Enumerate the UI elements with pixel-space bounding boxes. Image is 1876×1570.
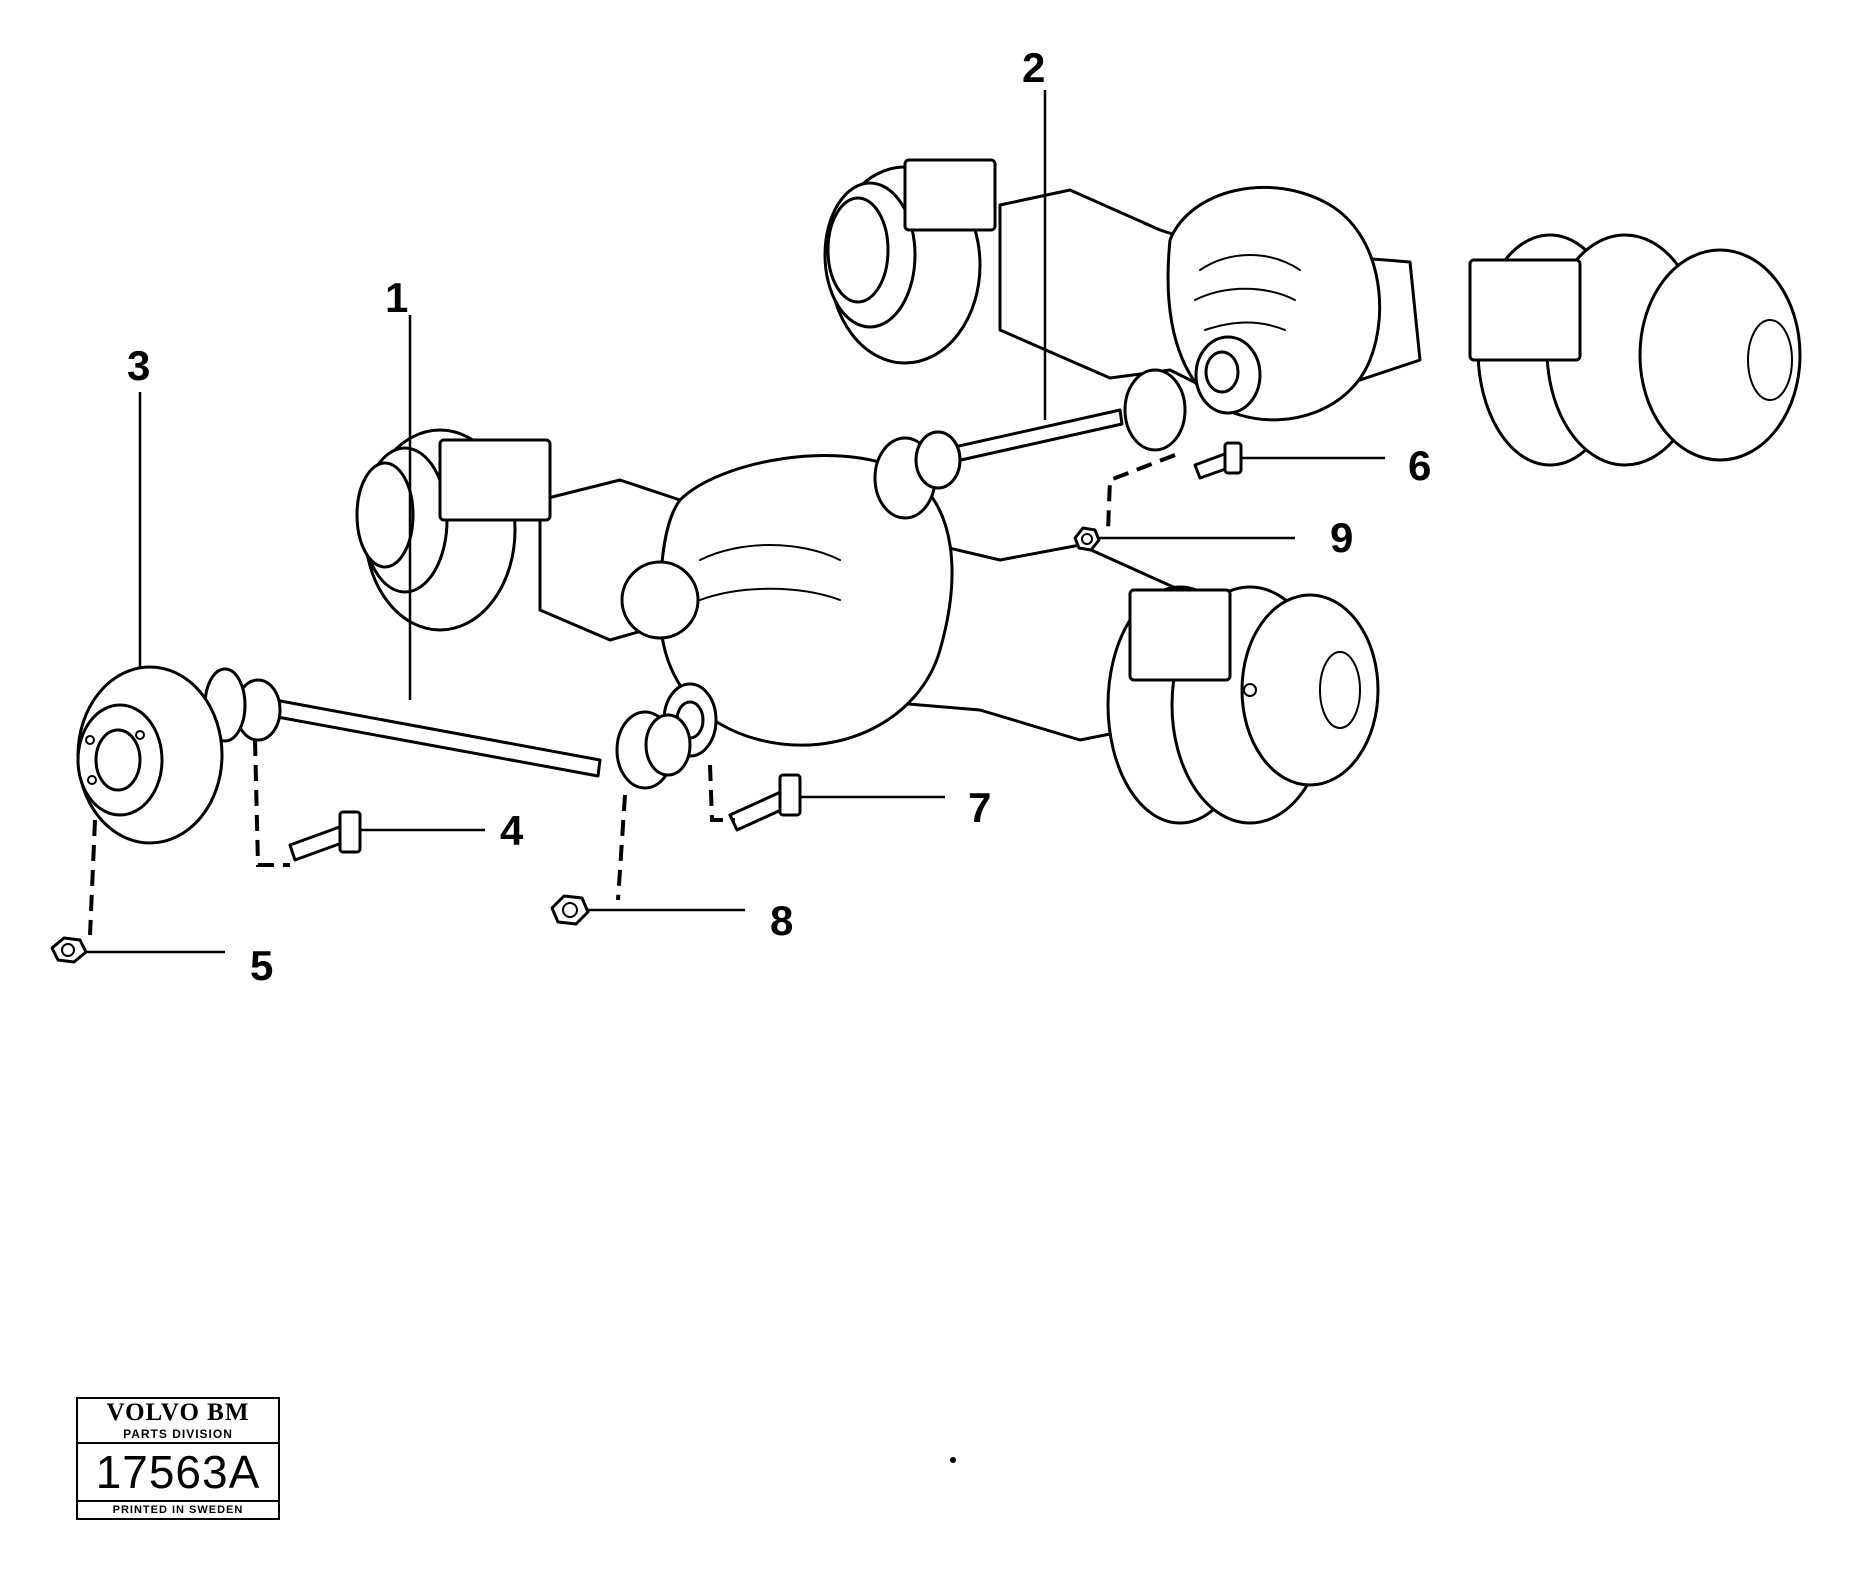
nut-9: [1073, 526, 1101, 552]
stamp-brand: VOLVO BM: [106, 1399, 250, 1426]
callout-2: 2: [1022, 44, 1045, 91]
stamp-number: 17563A: [78, 1444, 278, 1502]
callout-3: 3: [127, 342, 150, 389]
propeller-shaft-1: [203, 667, 692, 790]
callout-5: 5: [250, 942, 273, 989]
brake-drum: [76, 665, 224, 845]
bolt-4: [288, 810, 362, 862]
nut-8: [550, 894, 590, 926]
bolt-7: [728, 773, 802, 832]
callout-9: 9: [1330, 514, 1353, 561]
stamp-printed: PRINTED IN SWEDEN: [112, 1504, 244, 1516]
callout-4: 4: [500, 807, 524, 854]
callout-7: 7: [968, 784, 991, 831]
nut-5: [50, 936, 88, 964]
parts-stamp: VOLVO BM PARTS DIVISION 17563A PRINTED I…: [76, 1397, 280, 1520]
callout-6: 6: [1408, 442, 1431, 489]
callout-8: 8: [770, 897, 793, 944]
rear-axle: [823, 158, 1802, 467]
callout-1: 1: [385, 274, 408, 321]
propeller-shaft-2: [873, 368, 1187, 520]
bolt-6: [1193, 441, 1243, 480]
front-axle: [355, 428, 1380, 825]
stamp-division: PARTS DIVISION: [78, 1427, 278, 1444]
